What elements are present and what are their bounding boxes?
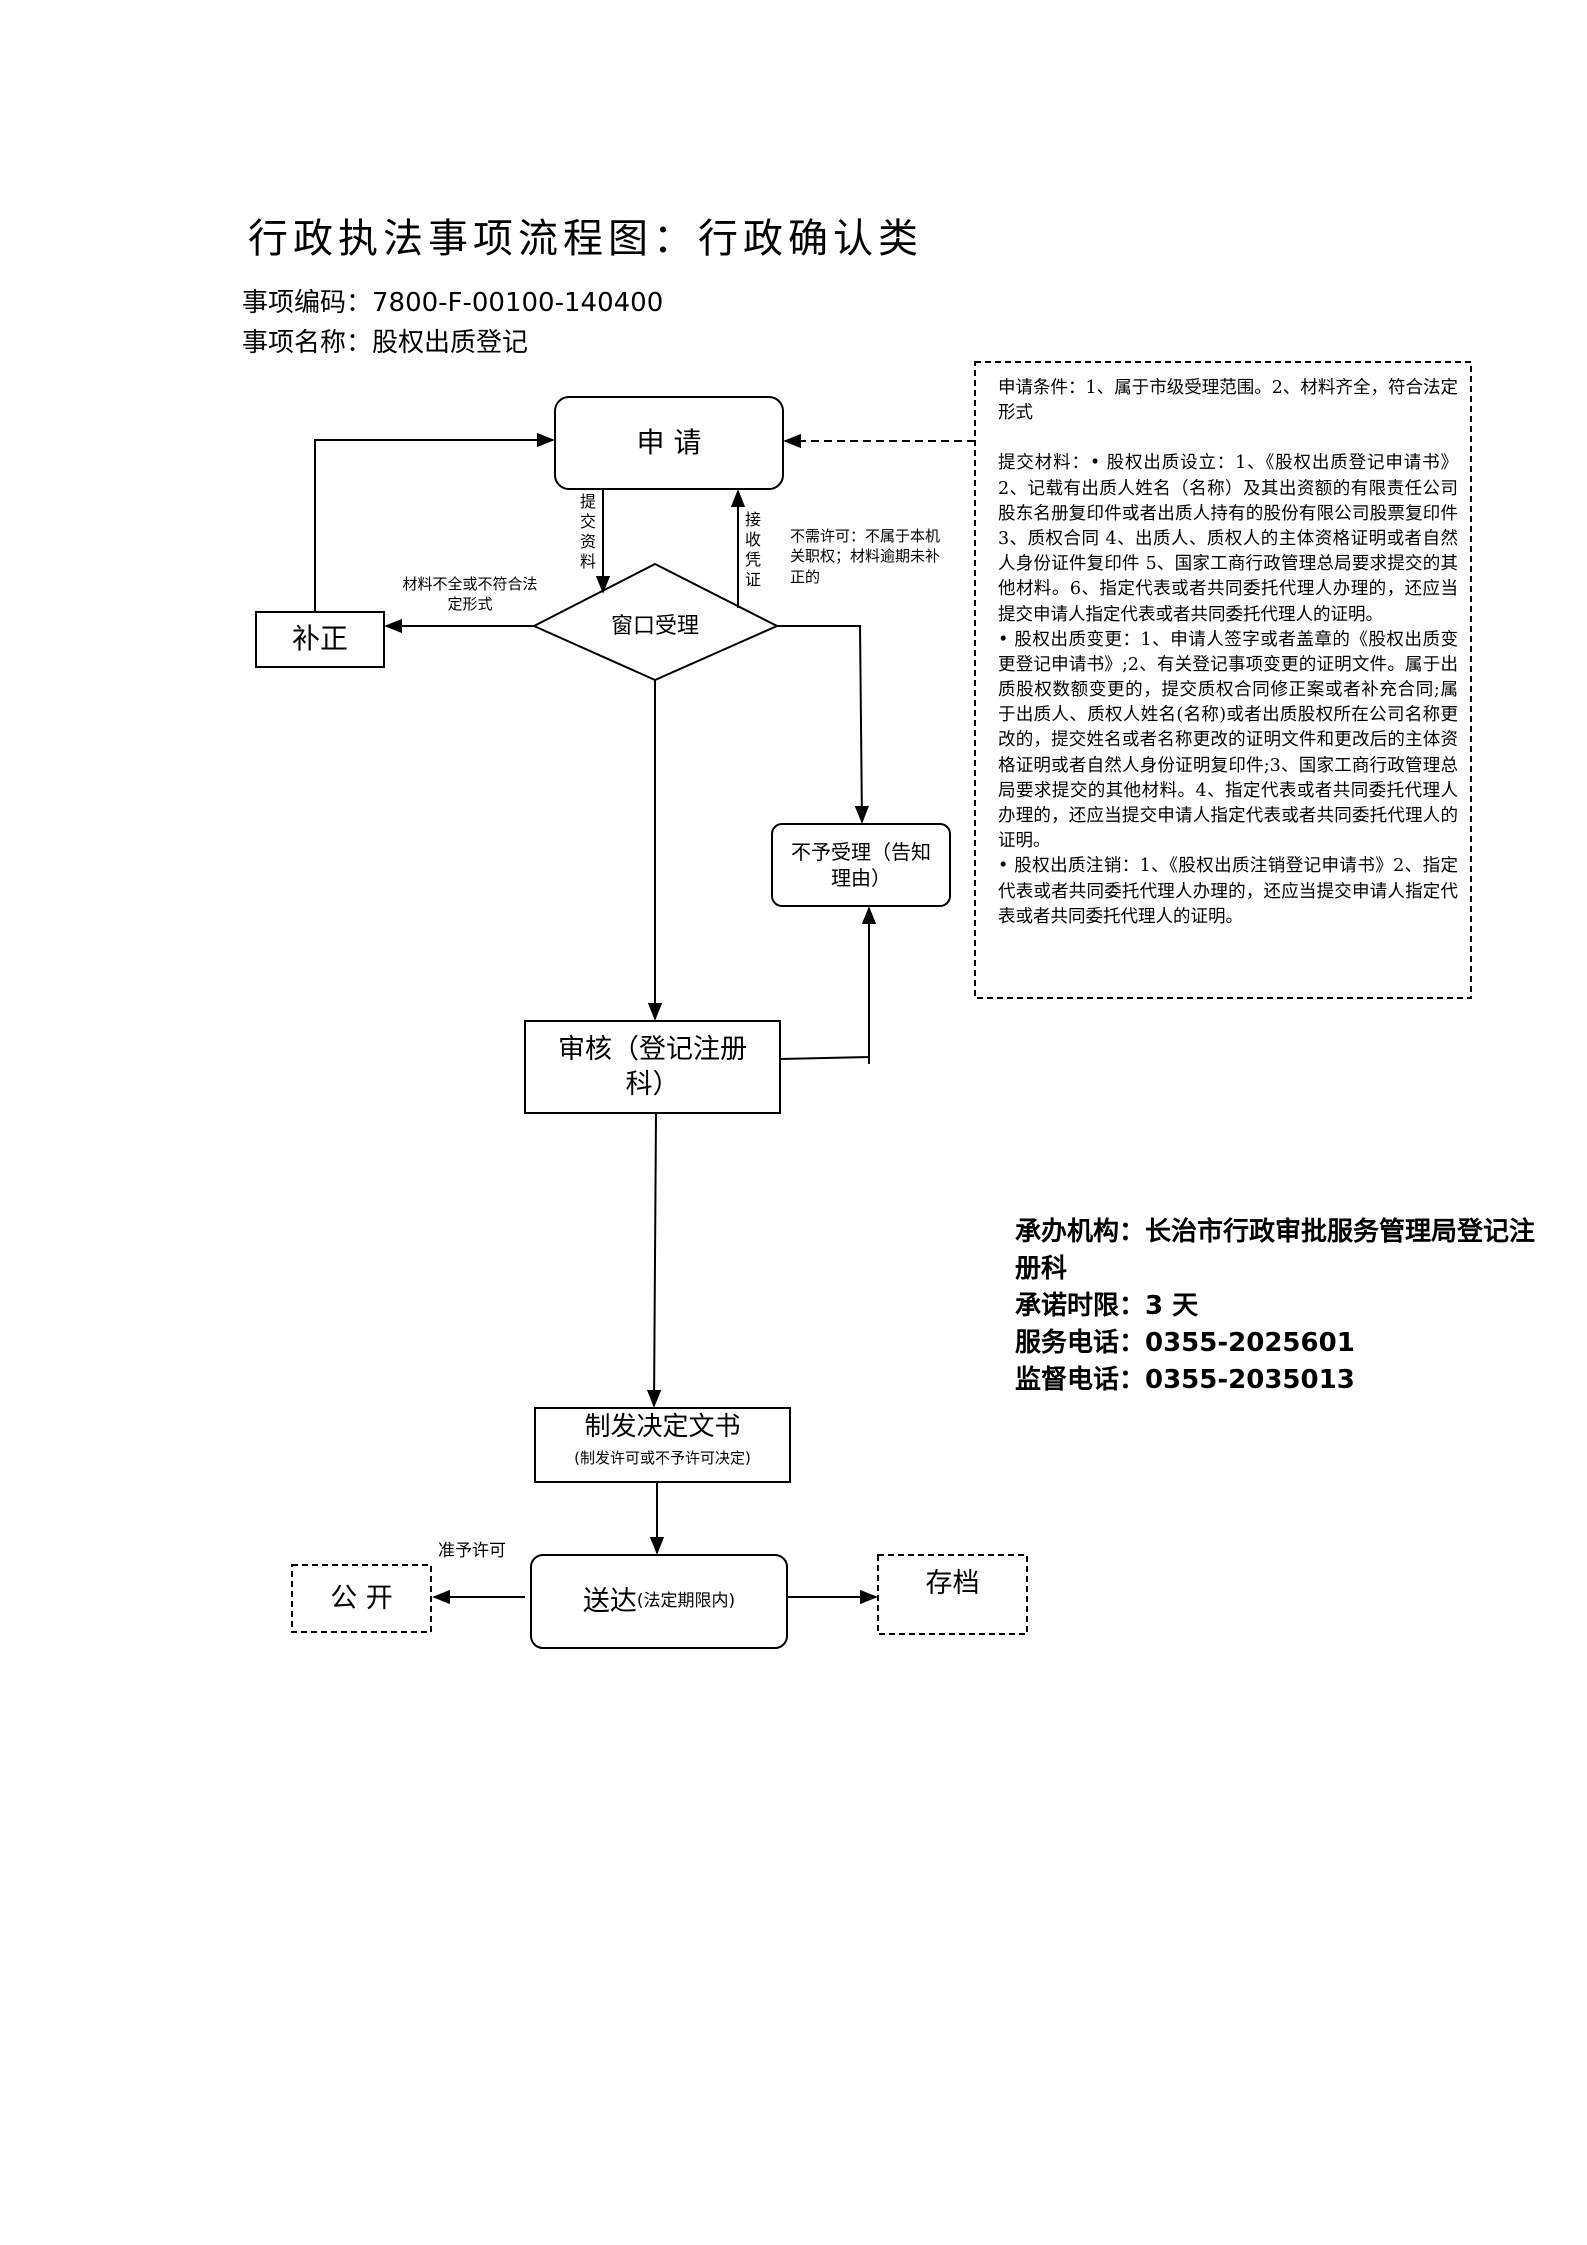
edge-correct-to-apply [314, 432, 555, 612]
edge-review-to-decision [646, 1112, 662, 1408]
correct-node [255, 611, 385, 668]
decision-label: 制发决定文书 [584, 1412, 741, 1443]
panel-change: • 股权出质变更：1、申请人签字或者盖章的《股权出质变更登记申请书》;2、有关登… [998, 629, 1458, 852]
incomplete-edge-label: 材料不全或不符合法定形式 [402, 575, 538, 614]
review-label: 审核（登记注册科） [558, 1033, 747, 1100]
submit-edge-label: 提交资料 [579, 492, 596, 571]
panel-cancel: • 股权出质注销：1、《股权出质注销登记申请书》2、指定代表或者共同委托代理人办… [998, 856, 1458, 927]
agency-info: 承办机构：长治市行政审批服务管理局登记注册科 承诺时限：3 天 服务电话：035… [1015, 1214, 1555, 1399]
decision-node [534, 1407, 791, 1483]
decision-sublabel: (制发许可或不予许可决定) [574, 1449, 751, 1468]
apply-node [554, 396, 784, 490]
edge-window-to-reject [777, 625, 870, 824]
panel-materials: 提交材料：• 股权出质设立：1、《股权出质登记申请书》2、记载有出质人姓名（名称… [998, 453, 1458, 625]
deliver-node [530, 1554, 788, 1649]
public-label: 公 开 [330, 1582, 393, 1614]
service-phone: 服务电话：0355-2025601 [1015, 1327, 1355, 1358]
apply-label: 申 请 [636, 425, 702, 459]
window-label: 窗口受理 [610, 613, 699, 639]
page-title: 行政执法事项流程图：行政确认类 [248, 216, 923, 262]
receipt-edge-label: 接收凭证 [744, 510, 761, 589]
edge-review-to-reject [779, 906, 877, 1060]
supervision-phone: 监督电话：0355-2035013 [1015, 1364, 1355, 1395]
requirements-text: 申请条件：1、属于市级受理范围。2、材料齐全，符合法定形式 提交材料：• 股权出… [998, 376, 1458, 930]
reject-label: 不予受理（告知理由） [791, 840, 931, 890]
public-node [291, 1564, 432, 1633]
time-limit: 承诺时限：3 天 [1015, 1290, 1199, 1321]
grant-edge-label: 准予许可 [438, 1541, 506, 1561]
archive-label: 存档 [925, 1568, 980, 1600]
item-code: 事项编码：7800-F-00100-140400 [242, 288, 664, 318]
agency: 承办机构：长治市行政审批服务管理局登记注册科 [1015, 1217, 1536, 1284]
correct-label: 补正 [291, 622, 348, 656]
item-name: 事项名称：股权出质登记 [242, 328, 529, 358]
deliver-label-wrap: 送达(法定期限内) [531, 1555, 787, 1648]
review-node [524, 1020, 781, 1114]
deliver-sublabel: (法定期限内) [636, 1591, 736, 1612]
deliver-label: 送达 [582, 1585, 637, 1617]
requirements-panel [974, 361, 1472, 999]
archive-node [877, 1554, 1028, 1635]
no-permit-edge-label: 不需许可：不属于本机关职权；材料逾期未补正的 [790, 527, 941, 586]
panel-conditions: 申请条件：1、属于市级受理范围。2、材料齐全，符合法定形式 [998, 378, 1458, 424]
reject-node [771, 823, 951, 907]
